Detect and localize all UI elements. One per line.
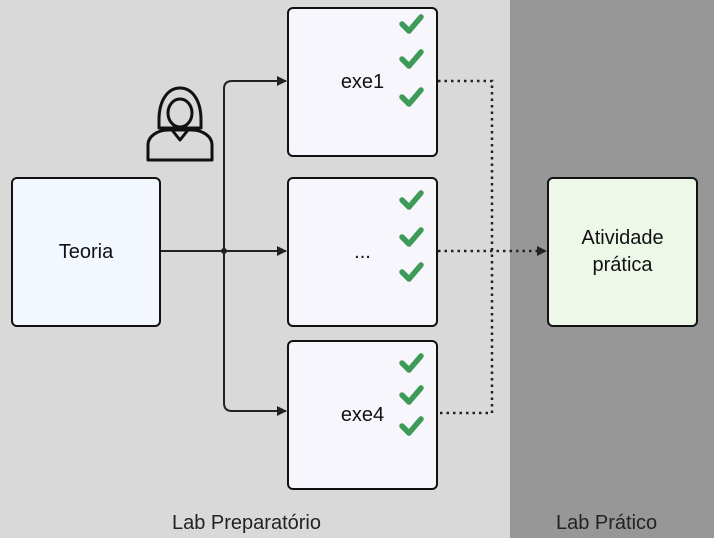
practice-label: Atividade prática <box>581 227 664 276</box>
checkmark-icon <box>399 14 424 34</box>
connector-branch <box>223 80 286 412</box>
theory-node: Teoria <box>11 177 161 327</box>
checkmark-icon <box>399 262 424 282</box>
lab-pratico-label: Lab Prático <box>556 512 658 534</box>
theory-label: Teoria <box>58 240 114 263</box>
practice-connectors <box>438 79 547 415</box>
junction-dot <box>221 248 227 254</box>
theory-connectors <box>160 76 287 416</box>
exercise-middle-label: ... <box>354 240 371 263</box>
lab-preparatorio-label: Lab Preparatório <box>172 512 321 534</box>
checkmark-icon <box>399 353 424 373</box>
checkmark-icon <box>399 416 424 436</box>
exercise-node-top: exe1 <box>287 7 438 157</box>
checkmark-icon <box>399 227 424 247</box>
practice-node: Atividade prática <box>547 177 698 327</box>
checkmark-icon <box>399 49 424 69</box>
dotted-bracket <box>438 79 494 415</box>
checkmark-icon <box>399 190 424 210</box>
person-icon <box>146 86 214 162</box>
checkmark-icon <box>399 385 424 405</box>
exercise-node-bottom: exe4 <box>287 340 438 490</box>
checkmark-icon <box>399 87 424 107</box>
exercise-bottom-label: exe4 <box>340 403 385 426</box>
exercise-top-label: exe1 <box>340 70 385 93</box>
